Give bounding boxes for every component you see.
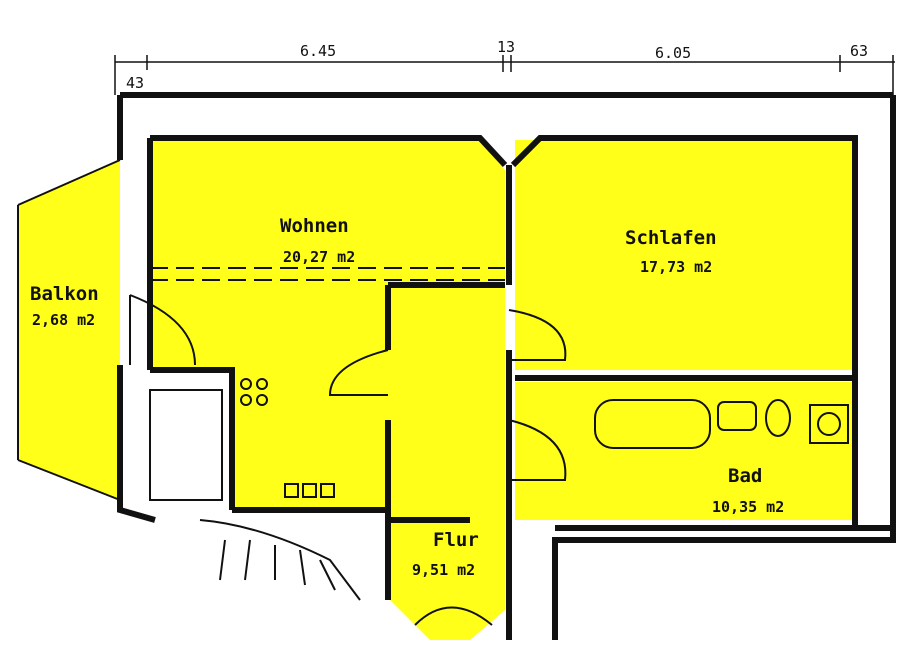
- schlafen-door: [508, 309, 567, 361]
- dim-wall-width: 13: [497, 38, 515, 56]
- dim-right-offset: 63: [850, 42, 868, 60]
- walls: [17, 92, 896, 640]
- flur-area: 9,51 m2: [412, 561, 475, 579]
- flur-label: Flur: [433, 529, 479, 551]
- room-fills: [18, 140, 855, 640]
- toilet: [765, 399, 791, 437]
- bad-label: Bad: [728, 465, 762, 487]
- dim-schlafen-width: 6.05: [655, 44, 691, 62]
- wohnen-area: 20,27 m2: [283, 248, 355, 266]
- wohnen-fill: [150, 140, 505, 510]
- balkon-area: 2,68 m2: [32, 311, 95, 329]
- bad-area: 10,35 m2: [712, 498, 784, 516]
- dim-left-offset: 43: [126, 74, 144, 92]
- wohnen-label: Wohnen: [280, 215, 349, 237]
- schlafen-area: 17,73 m2: [640, 258, 712, 276]
- sink: [717, 401, 757, 431]
- beam-dashes: [150, 267, 505, 281]
- bathtub: [594, 399, 711, 449]
- flur-door: [414, 606, 493, 626]
- balkon-fill: [18, 160, 120, 500]
- dimension-line: [114, 55, 895, 95]
- kitchen-fill: [232, 370, 390, 510]
- balkon-door: [129, 294, 196, 366]
- doors: [129, 294, 567, 626]
- schlafen-fill: [515, 140, 855, 370]
- bad-door: [508, 419, 567, 481]
- schlafen-label: Schlafen: [625, 227, 717, 249]
- balkon-label: Balkon: [30, 283, 99, 305]
- washer: [809, 404, 849, 444]
- dim-wohnen-width: 6.45: [300, 42, 336, 60]
- fixtures: [240, 378, 849, 498]
- stairs: [149, 389, 361, 601]
- wohnen-door: [328, 349, 389, 396]
- bad-fill: [515, 382, 855, 520]
- flur-fill: [390, 285, 505, 640]
